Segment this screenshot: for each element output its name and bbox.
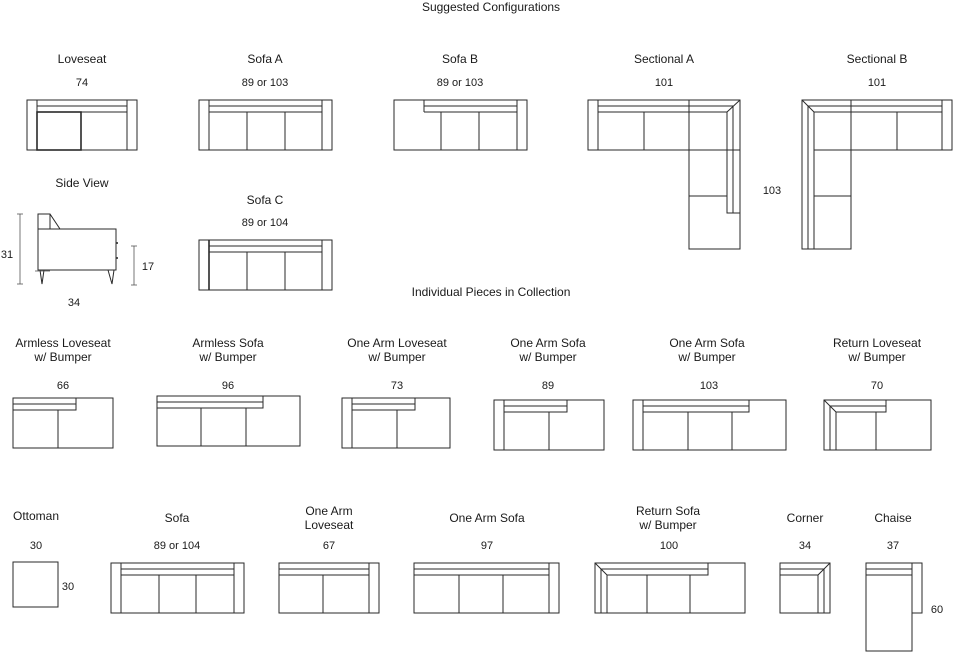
side-view-label: Side View	[55, 176, 109, 190]
sofa-c-dimension: 89 or 104	[241, 217, 289, 229]
one-arm-sofa-89-bumper-drawing	[493, 399, 605, 451]
sofa-c-label: Sofa C	[246, 193, 284, 207]
piece-dimension: 89 or 104	[153, 540, 201, 552]
sectional-b-drawing	[801, 99, 953, 250]
one-arm-sofa-drawing	[413, 562, 560, 614]
piece-label: Chaise	[874, 511, 912, 525]
one-arm-loveseat-bumper-drawing	[341, 397, 451, 449]
return-loveseat-bumper-drawing	[823, 399, 932, 451]
piece-label: One Arm Sofa w/ Bumper	[510, 336, 586, 364]
ottoman-drawing	[12, 561, 59, 608]
chaise-drawing	[865, 562, 923, 652]
ottoman-side-dimension: 30	[61, 581, 75, 593]
side-view-drawing	[17, 213, 137, 286]
piece-dimension: 66	[56, 380, 70, 392]
piece-dimension: 97	[480, 540, 494, 552]
piece-label: One Arm Sofa w/ Bumper	[669, 336, 745, 364]
sectional-b-label: Sectional B	[846, 52, 908, 66]
return-sofa-bumper-drawing	[594, 562, 746, 614]
piece-label: One Arm Loveseat	[304, 504, 354, 532]
loveseat-drawing	[26, 99, 138, 151]
piece-label: Sofa	[164, 511, 190, 525]
sectional-a-depth: 103	[762, 185, 782, 197]
side-view-height: 31	[0, 249, 14, 261]
sectional-a-drawing	[587, 99, 741, 250]
piece-dimension: 34	[798, 540, 812, 552]
sectional-a-label: Sectional A	[633, 52, 695, 66]
piece-dimension: 100	[659, 540, 679, 552]
loveseat-dimension: 74	[75, 77, 89, 89]
piece-label: Corner	[786, 511, 824, 525]
individual-pieces-heading: Individual Pieces in Collection	[411, 285, 571, 299]
sectional-a-dimension: 101	[654, 77, 674, 89]
piece-label: Armless Sofa w/ Bumper	[192, 336, 264, 364]
armless-loveseat-bumper-drawing	[12, 397, 114, 449]
piece-dimension: 67	[322, 540, 336, 552]
side-view-seat-height: 17	[141, 261, 155, 273]
sofa-c-drawing	[198, 239, 333, 291]
loveseat-label: Loveseat	[57, 52, 107, 66]
chaise-side-dimension: 60	[930, 604, 944, 616]
piece-label: Armless Loveseat w/ Bumper	[15, 336, 111, 364]
piece-label: Ottoman	[12, 509, 60, 523]
sofa-a-label: Sofa A	[247, 52, 283, 66]
sectional-b-dimension: 101	[867, 77, 887, 89]
sofa-b-dimension: 89 or 103	[436, 77, 484, 89]
one-arm-loveseat-drawing	[278, 562, 380, 614]
piece-dimension: 96	[221, 380, 235, 392]
piece-dimension: 103	[699, 380, 719, 392]
piece-dimension: 30	[29, 540, 43, 552]
sofa-a-dimension: 89 or 103	[241, 77, 289, 89]
piece-dimension: 89	[541, 380, 555, 392]
armless-sofa-bumper-drawing	[156, 395, 301, 447]
piece-dimension: 70	[870, 380, 884, 392]
piece-label: One Arm Loveseat w/ Bumper	[347, 336, 447, 364]
piece-label: Return Loveseat w/ Bumper	[832, 336, 922, 364]
piece-label: One Arm Sofa	[449, 511, 525, 525]
piece-dimension: 73	[390, 380, 404, 392]
corner-drawing	[779, 562, 831, 614]
sofa-b-drawing	[393, 99, 528, 151]
piece-label: Return Sofa w/ Bumper	[635, 504, 701, 532]
sofa-drawing	[110, 562, 245, 614]
suggested-configurations-heading: Suggested Configurations	[421, 0, 561, 14]
piece-dimension: 37	[886, 540, 900, 552]
one-arm-sofa-103-bumper-drawing	[632, 399, 787, 451]
sofa-a-drawing	[198, 99, 333, 151]
side-view-depth: 34	[67, 297, 81, 309]
sofa-b-label: Sofa B	[441, 52, 479, 66]
